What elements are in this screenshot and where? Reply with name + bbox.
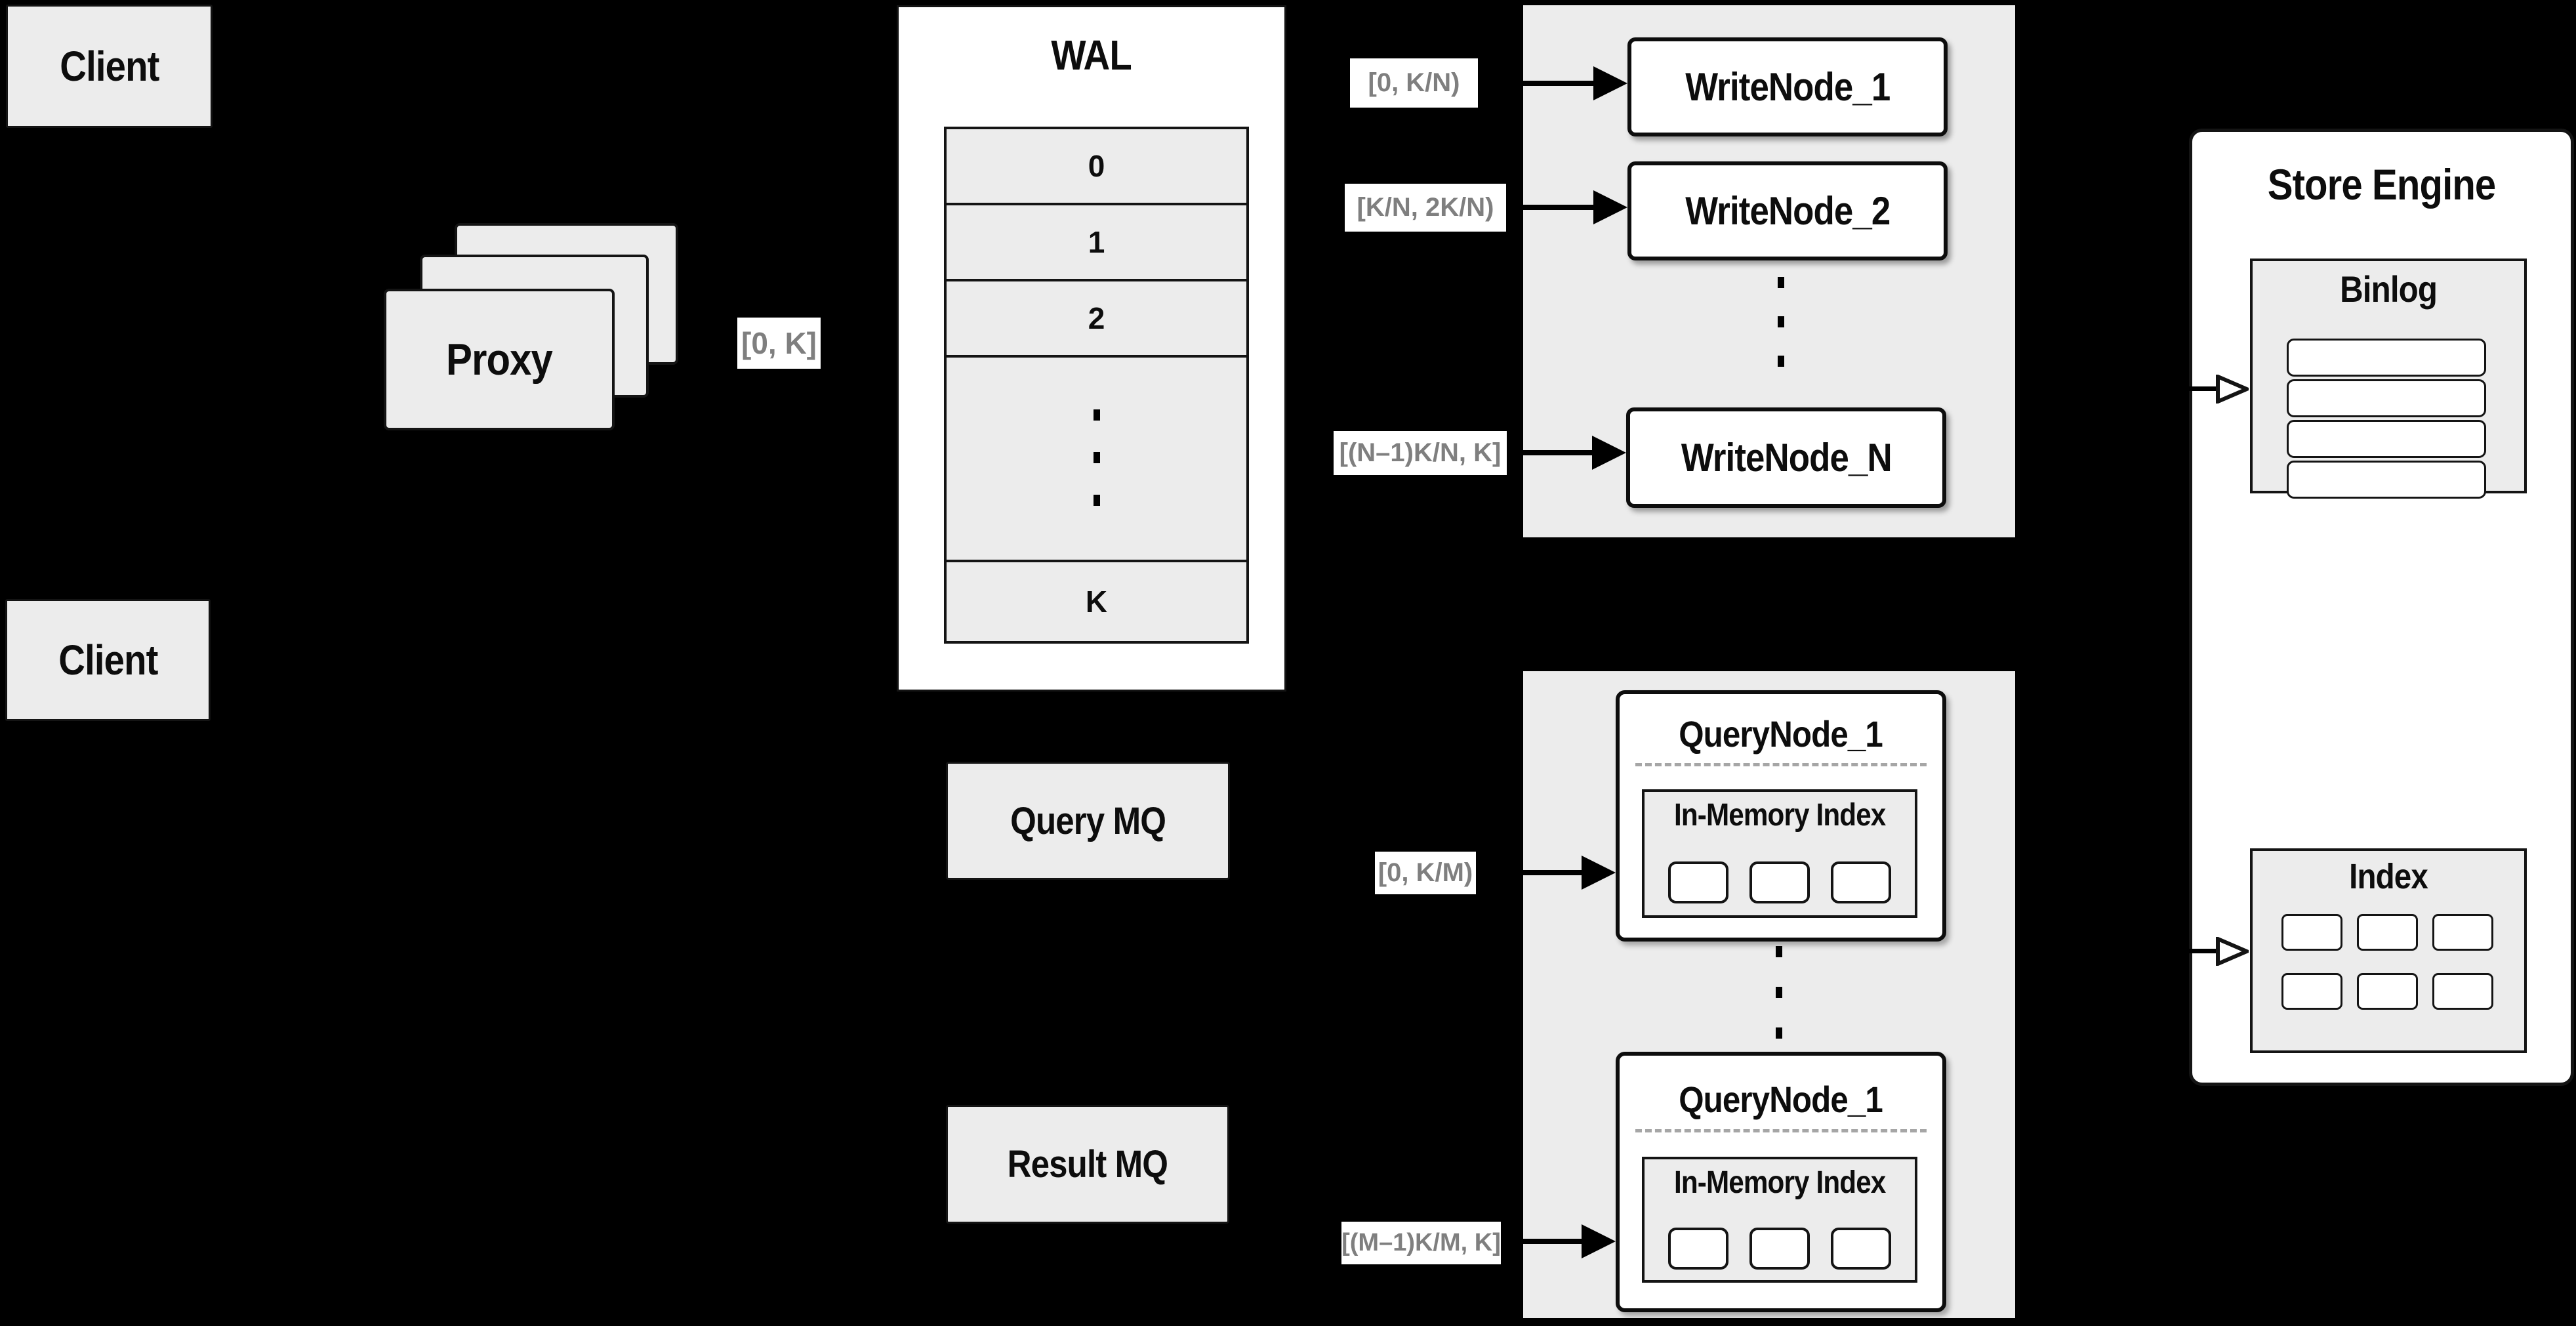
write-arrow-n-head-icon <box>1592 436 1626 470</box>
segment-square <box>1668 861 1728 903</box>
segment-square <box>1668 1228 1728 1270</box>
wal-row-ellipsis <box>947 358 1246 562</box>
ellipsis-dot <box>1778 356 1784 367</box>
wal-table: 0 1 2 K <box>944 127 1249 644</box>
ellipsis-dot <box>1776 987 1782 998</box>
binlog-rows <box>2287 339 2486 501</box>
store-engine-box: Store Engine Binlog Index <box>2189 129 2574 1086</box>
write-arrow-2-head-icon <box>1593 190 1627 224</box>
client-top-label: Client <box>59 43 159 90</box>
write-range-n-label: [(N–1)K/N, K] <box>1334 431 1507 475</box>
index-square <box>2357 914 2418 951</box>
ellipsis-dot <box>1776 946 1782 957</box>
query-node-top-box: QueryNode_1 In-Memory Index <box>1616 690 1946 942</box>
ellipsis-dot <box>1093 495 1100 506</box>
binlog-row <box>2287 339 2486 377</box>
index-square <box>2357 973 2418 1010</box>
in-memory-index-title: In-Memory Index <box>1673 1165 1886 1200</box>
query-mq-label: Query MQ <box>1010 799 1166 842</box>
write-node-2-box: WriteNode_2 <box>1627 161 1948 260</box>
result-mq-box: Result MQ <box>946 1105 1229 1224</box>
wal-row-2: 2 <box>947 281 1246 358</box>
query-arrow-1-head-icon <box>1582 856 1616 890</box>
binlog-box: Binlog <box>2250 259 2527 499</box>
binlog-row <box>2287 379 2486 417</box>
ellipsis-dot <box>1778 316 1784 327</box>
wal-row-k: K <box>947 562 1246 641</box>
binlog-arrow-open-head-icon <box>2216 375 2249 404</box>
query-range-m-label: [(M–1)K/M, K] <box>1341 1222 1501 1264</box>
index-square <box>2281 973 2342 1010</box>
wal-row-1: 1 <box>947 205 1246 281</box>
segment-square <box>1831 1228 1891 1270</box>
index-arrow-shaft <box>2189 949 2220 953</box>
write-arrow-n-shaft <box>1507 450 1592 455</box>
write-node-n-label: WriteNode_N <box>1681 436 1892 480</box>
binlog-row <box>2287 461 2486 499</box>
in-memory-index-box: In-Memory Index <box>1642 1157 1917 1283</box>
write-range-2-label: [K/N, 2K/N) <box>1345 184 1506 232</box>
binlog-arrow-shaft <box>2189 386 2220 391</box>
query-arrow-m-head-icon <box>1582 1224 1616 1258</box>
query-node-bottom-title: QueryNode_1 <box>1679 1079 1884 1120</box>
binlog-title: Binlog <box>2339 268 2438 310</box>
query-range-1-label: [0, K/M) <box>1375 852 1476 894</box>
binlog-row <box>2287 420 2486 458</box>
segment-squares <box>1645 1228 1915 1270</box>
client-bottom-label: Client <box>58 636 158 684</box>
write-arrow-1-head-icon <box>1593 66 1627 100</box>
dashed-divider <box>1635 1129 1927 1132</box>
wal-ellipsis <box>1093 409 1100 508</box>
index-title: Index <box>2349 857 2428 896</box>
in-memory-index-title: In-Memory Index <box>1673 798 1886 833</box>
segment-square <box>1749 1228 1810 1270</box>
write-arrow-1-shaft <box>1478 81 1593 86</box>
ellipsis-dot <box>1776 1027 1782 1039</box>
client-top-box: Client <box>6 5 213 128</box>
query-node-top-title: QueryNode_1 <box>1679 713 1884 755</box>
proxy-range-label: [0, K] <box>737 318 821 369</box>
write-node-1-box: WriteNode_1 <box>1627 37 1948 136</box>
segment-square <box>1831 861 1891 903</box>
query-arrow-1-shaft <box>1476 870 1582 875</box>
dashed-divider <box>1635 763 1927 766</box>
write-range-1-label: [0, K/N) <box>1350 58 1478 108</box>
ellipsis-dot <box>1778 277 1784 288</box>
index-square <box>2432 914 2493 951</box>
write-node-1-label: WriteNode_1 <box>1685 65 1891 109</box>
segment-square <box>1749 861 1810 903</box>
query-arrow-m-shaft <box>1501 1239 1582 1244</box>
index-squares <box>2281 914 2493 1010</box>
index-arrow-open-head-icon <box>2216 937 2249 966</box>
ellipsis-dot <box>1093 452 1100 463</box>
proxy-label: Proxy <box>446 335 553 384</box>
client-bottom-box: Client <box>5 599 211 721</box>
index-box: Index <box>2250 848 2527 1053</box>
result-mq-label: Result MQ <box>1007 1143 1168 1186</box>
query-mq-box: Query MQ <box>946 762 1230 880</box>
write-node-n-box: WriteNode_N <box>1626 407 1946 508</box>
proxy-box: Proxy <box>384 289 615 430</box>
wal-title: WAL <box>1051 31 1132 79</box>
wal-box: WAL 0 1 2 K <box>897 5 1286 692</box>
index-square <box>2281 914 2342 951</box>
query-node-bottom-box: QueryNode_1 In-Memory Index <box>1616 1052 1946 1312</box>
ellipsis-dot <box>1093 409 1100 421</box>
store-engine-title: Store Engine <box>2267 160 2497 209</box>
wal-row-0: 0 <box>947 129 1246 205</box>
index-square <box>2432 973 2493 1010</box>
in-memory-index-box: In-Memory Index <box>1642 789 1917 918</box>
write-node-2-label: WriteNode_2 <box>1685 189 1891 233</box>
write-arrow-2-shaft <box>1506 205 1593 210</box>
segment-squares <box>1645 861 1915 903</box>
